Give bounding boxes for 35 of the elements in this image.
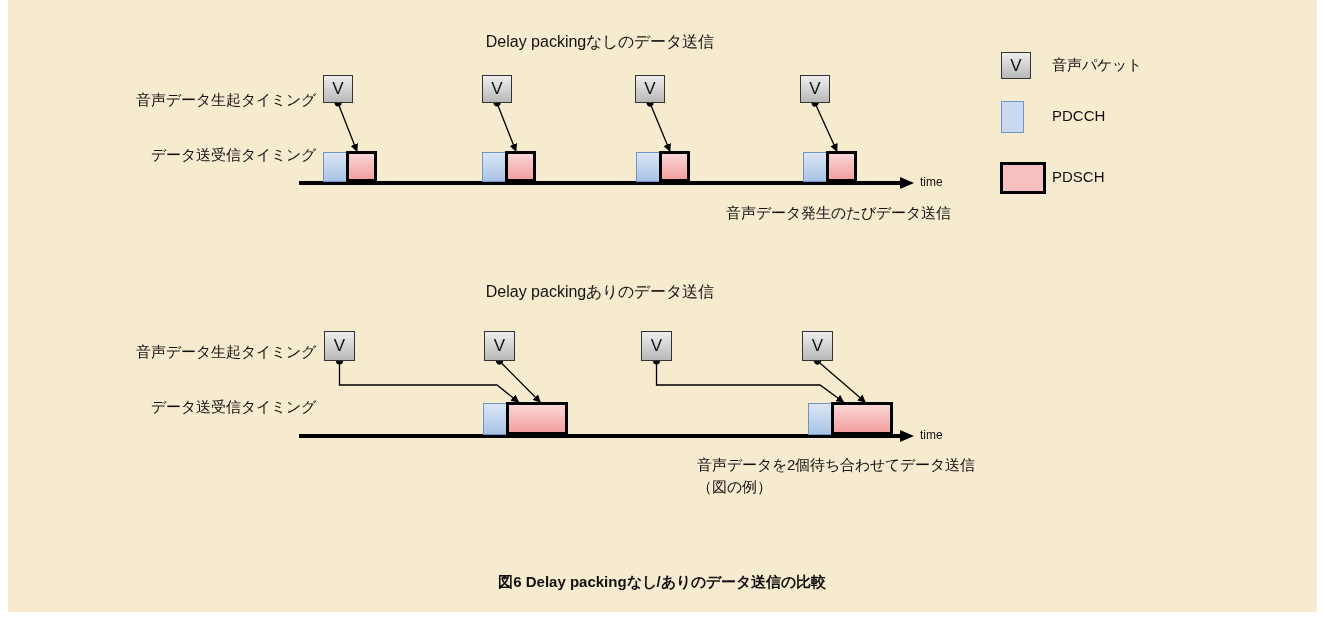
data-block [659,151,690,182]
packet-box: V [635,75,665,103]
packet-box: V [800,75,830,103]
control-block [483,403,507,435]
row-label: データ送受信タイミング [151,146,316,165]
legend-sample: V [1001,52,1031,79]
legend-label: 音声パケット [1052,55,1142,75]
data-block [826,151,857,182]
data-block [505,151,536,182]
packet-box: V [324,331,355,361]
note-text: 音声データ発生のたびデータ送信 [726,204,951,223]
note-text: 音声データを2個待ち合わせてデータ送信（図の例） [697,455,977,497]
legend-label: PDSCH [1052,168,1105,185]
section-heading: Delay packingありのデータ送信 [485,282,715,302]
packet-box: V [802,331,833,361]
caption: 図6 Delay packingなし/ありのデータ送信の比較 [498,573,826,592]
packet-box: V [484,331,515,361]
packet-box: V [482,75,512,103]
axis-label: time [920,428,943,442]
control-block [636,152,660,182]
control-block [808,403,832,435]
control-block [323,152,347,182]
packet-box: V [641,331,672,361]
row-label: 音声データ生起タイミング [136,91,316,110]
row-label: データ送受信タイミング [151,398,316,417]
axis-label: time [920,175,943,189]
data-block [831,402,893,435]
data-block [346,151,377,182]
row-label: 音声データ生起タイミング [136,343,316,362]
legend-label: PDCCH [1052,107,1106,124]
data-block [506,402,568,435]
section-heading: Delay packingなしのデータ送信 [485,32,715,52]
control-block [482,152,506,182]
control-block [803,152,827,182]
packet-box: V [323,75,353,103]
